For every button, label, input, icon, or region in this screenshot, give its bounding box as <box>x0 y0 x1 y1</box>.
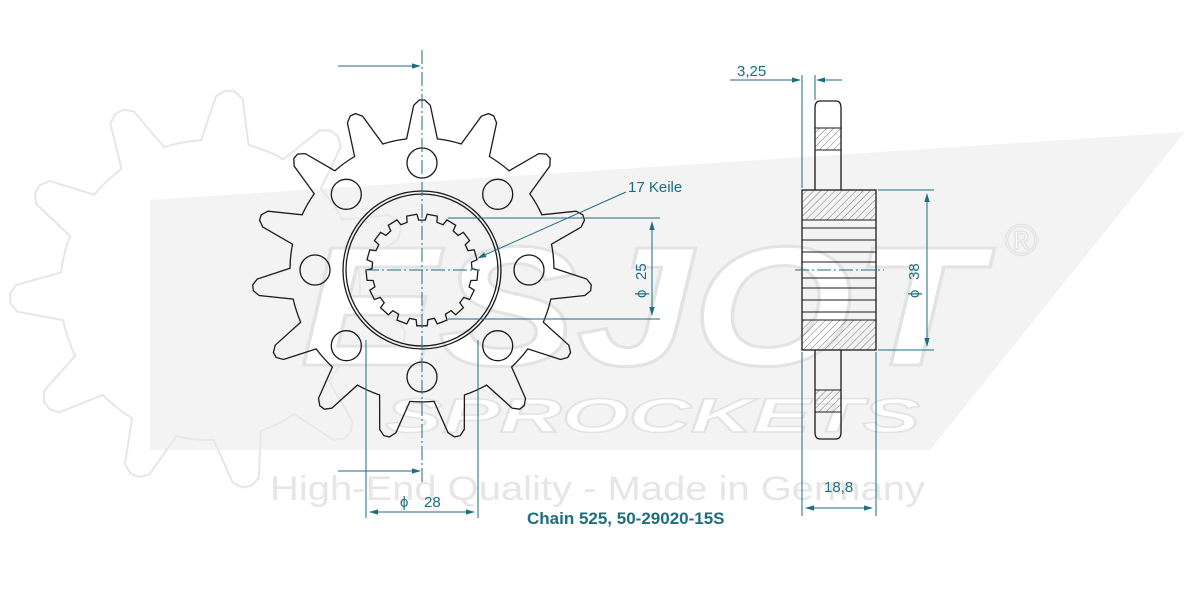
sprocket-tooth-profile <box>252 99 592 438</box>
watermark-brand: ESJOT <box>300 212 995 402</box>
dia28-symbol: ϕ <box>400 494 408 511</box>
bolt-hole <box>299 254 331 286</box>
side-tooth-top <box>814 100 842 190</box>
side-tooth-bottom <box>814 350 842 440</box>
part-caption: Chain 525, 50-29020-15S <box>527 509 725 528</box>
side-tooth-top-section <box>814 127 842 151</box>
watermark-subbrand: SPROCKETS <box>385 390 920 443</box>
keile-label: 17 Keile <box>628 179 682 196</box>
thickness-value: 3,25 <box>737 63 766 80</box>
side-hub-section-bottom <box>801 319 877 351</box>
width-value: 18,8 <box>824 479 853 496</box>
keile-leader <box>477 191 627 259</box>
dia38-symbol: ϕ <box>906 290 923 298</box>
bolt-hole <box>482 330 514 362</box>
side-spline-lines <box>802 227 876 313</box>
front-dimensions: 17 Keile ϕ 25 ϕ 28 <box>338 63 682 518</box>
dia25-value: 25 <box>633 263 650 280</box>
dia28-value: 28 <box>424 494 441 511</box>
front-view <box>252 50 592 485</box>
side-hub-section-top <box>801 189 877 221</box>
watermark-registered-mark: ® <box>1005 216 1037 265</box>
bolt-hole <box>482 178 514 210</box>
spline-bore <box>365 213 479 327</box>
bolt-hole <box>513 254 545 286</box>
watermark: ESJOT ® SPROCKETS High-End Quality - Mad… <box>8 89 1185 508</box>
dia25-symbol: ϕ <box>633 290 650 298</box>
dia38-text-group: ϕ 38 <box>906 263 923 298</box>
dia38-value: 38 <box>906 263 923 280</box>
bolt-hole <box>330 178 362 210</box>
side-tooth-bottom-section <box>814 389 842 413</box>
dia25-text-group: ϕ 25 <box>633 263 650 298</box>
side-view: 3,25 ϕ 38 18,8 <box>730 63 934 516</box>
watermark-tagline: High-End Quality - Made in Germany <box>270 470 925 508</box>
bolt-hole <box>330 330 362 362</box>
